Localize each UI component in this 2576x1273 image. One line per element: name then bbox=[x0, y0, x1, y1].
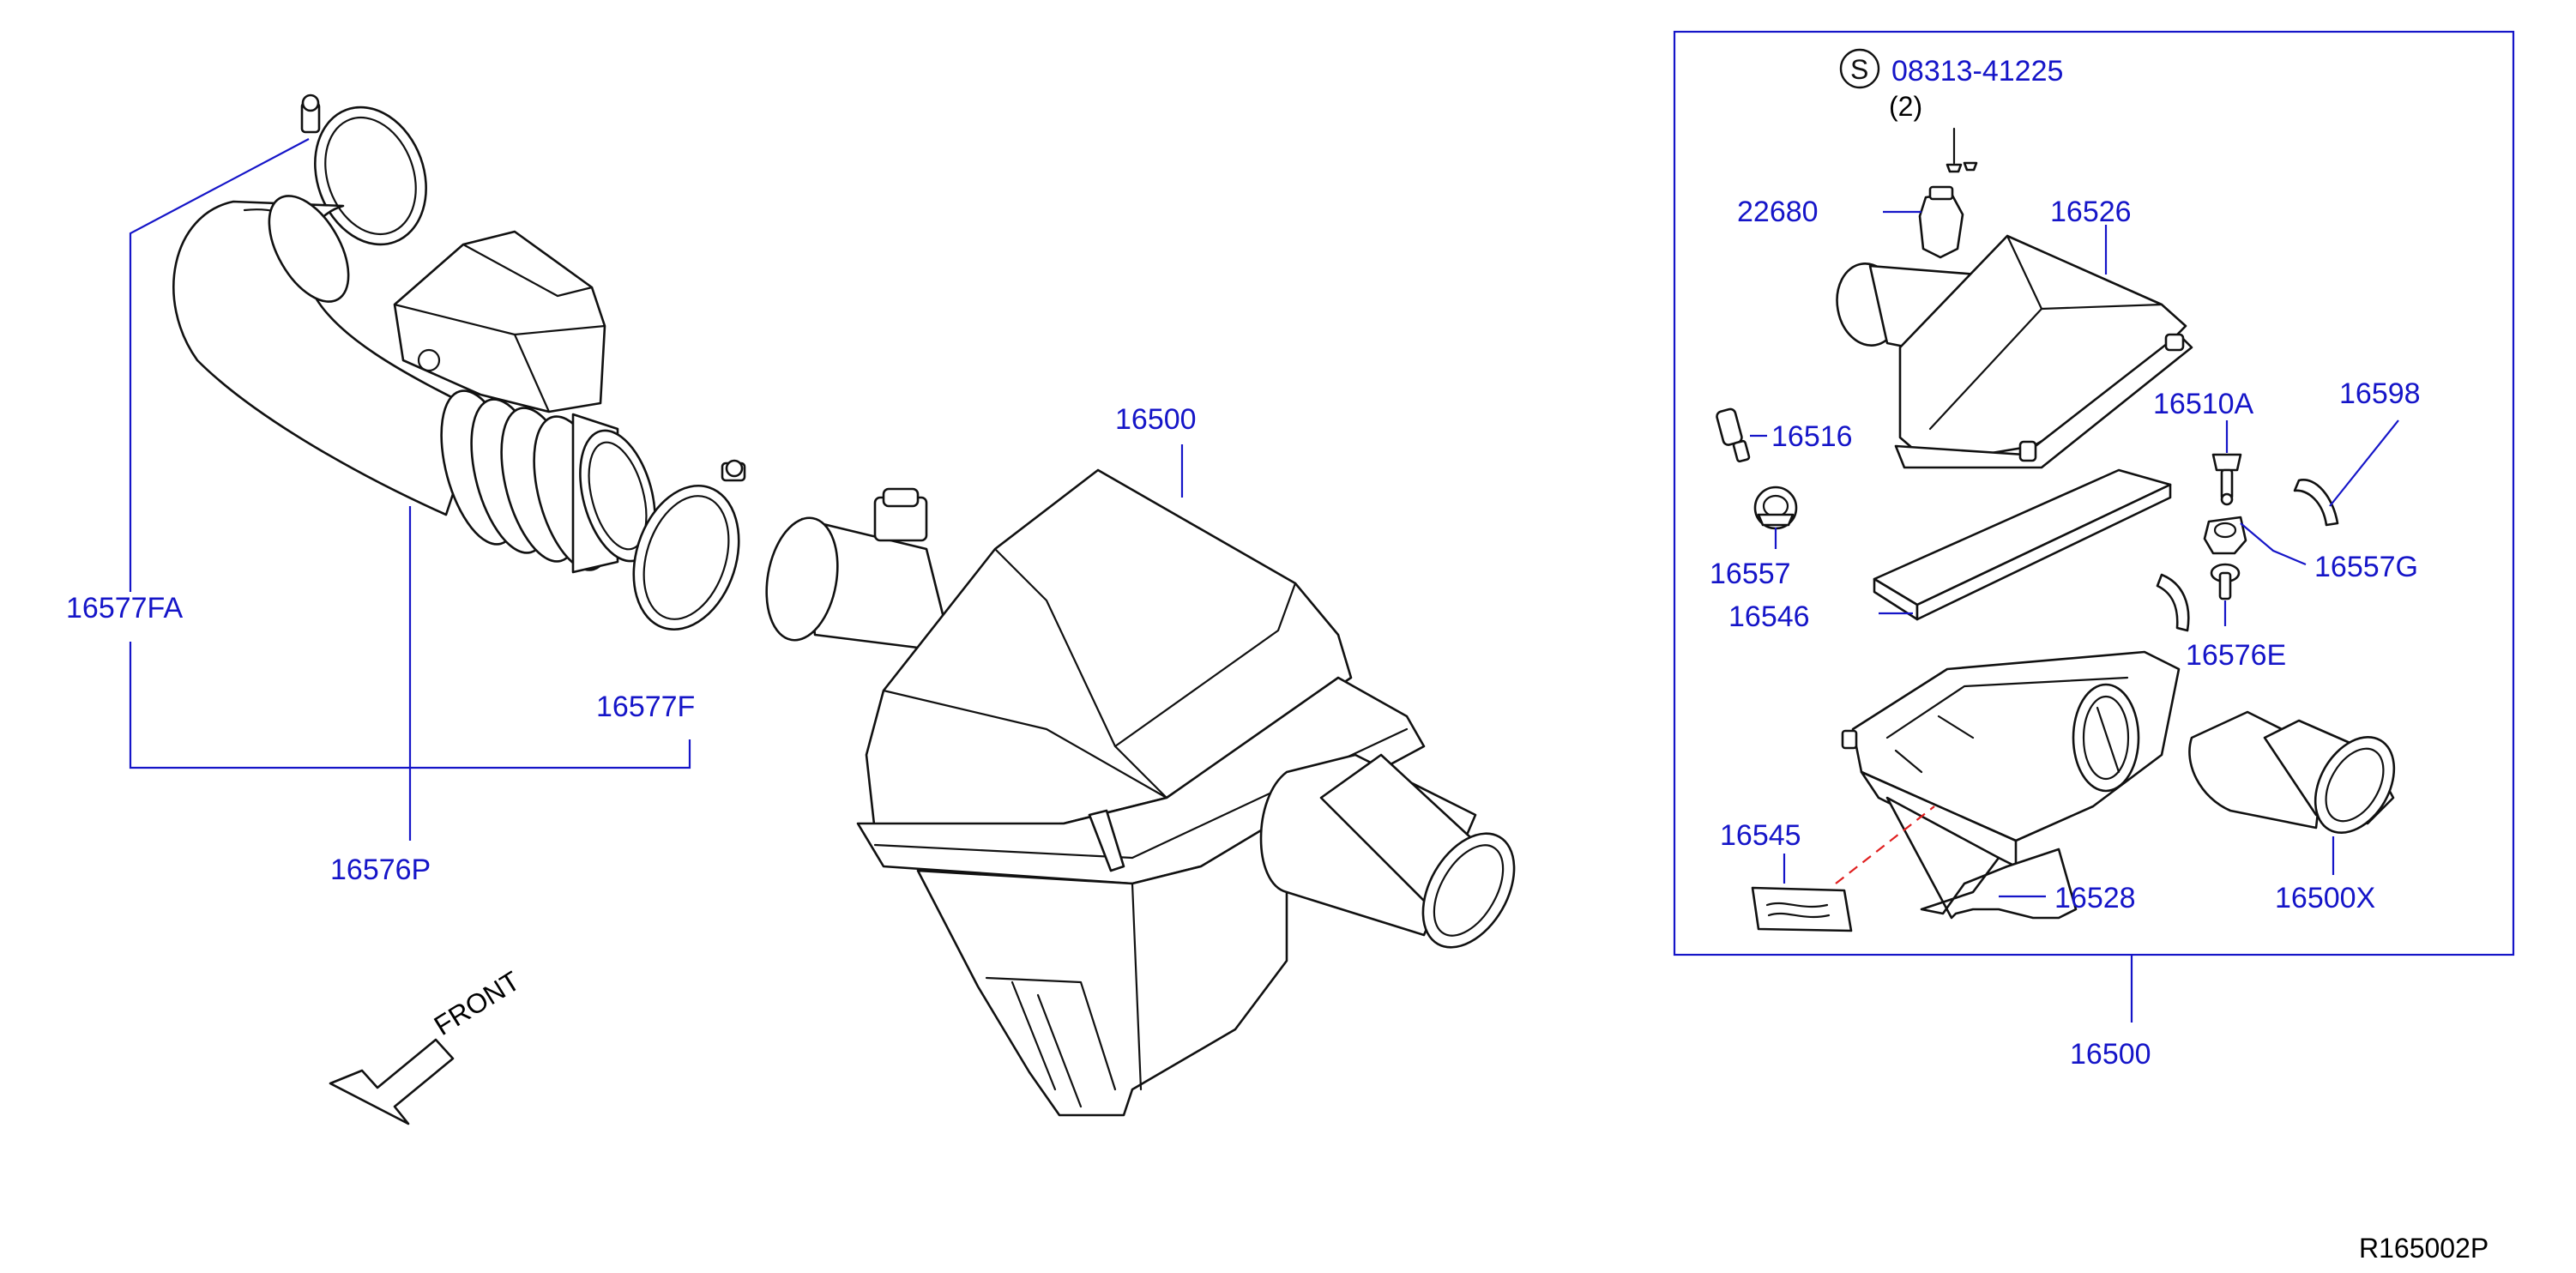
label-16557g: 16557G bbox=[2314, 551, 2418, 583]
grommet-16557g bbox=[2203, 516, 2247, 555]
label-22680: 22680 bbox=[1737, 196, 1819, 228]
label-16500x: 16500X bbox=[2275, 882, 2375, 914]
red-dashed-link bbox=[1835, 805, 1935, 884]
label-16545: 16545 bbox=[1720, 819, 1801, 852]
clamp-lower bbox=[632, 459, 746, 631]
label-s-symbol: S bbox=[1850, 54, 1868, 85]
rubber-grommet bbox=[1753, 486, 1798, 530]
filter-element bbox=[1873, 468, 2172, 621]
leader-16577fa bbox=[129, 138, 310, 592]
circled-s-icon: S bbox=[1839, 48, 1880, 89]
label-16577f: 16577F bbox=[596, 691, 695, 723]
reference-code: R165002P bbox=[2359, 1233, 2489, 1264]
label-16557: 16557 bbox=[1710, 558, 1791, 590]
air-cleaner-assembly bbox=[765, 444, 1516, 1117]
pin-16576e bbox=[2210, 563, 2241, 600]
label-16576p: 16576P bbox=[330, 854, 431, 886]
label-front: FRONT bbox=[429, 965, 526, 1041]
air-duct-assembly bbox=[129, 94, 746, 841]
upper-cover bbox=[1836, 234, 2193, 469]
bolt-16510a bbox=[2211, 453, 2242, 506]
kit-frame bbox=[1673, 30, 2515, 956]
elbow-hose bbox=[172, 195, 656, 574]
mass-air-flow-sensor bbox=[1918, 185, 1964, 259]
grommet-pin bbox=[1716, 407, 1751, 463]
label-16500-kit: 16500 bbox=[2070, 1038, 2151, 1071]
label-16500-main: 16500 bbox=[1115, 403, 1197, 436]
label-08313-41225: 08313-41225 bbox=[1891, 55, 2063, 87]
retaining-clip-16598 bbox=[2293, 479, 2339, 527]
label-16576e: 16576E bbox=[2186, 639, 2286, 672]
label-16516: 16516 bbox=[1771, 420, 1853, 453]
label-16598: 16598 bbox=[2339, 377, 2421, 410]
clip-16576e bbox=[2156, 573, 2190, 632]
front-arrow-icon bbox=[329, 1038, 455, 1125]
clamp-upper bbox=[300, 94, 427, 246]
label-16528: 16528 bbox=[2054, 882, 2136, 914]
outlet-duct-16500x bbox=[2188, 710, 2396, 834]
label-16546: 16546 bbox=[1728, 600, 1810, 633]
resonator-box bbox=[393, 230, 606, 413]
caution-label-16545 bbox=[1751, 886, 1853, 932]
label-16526: 16526 bbox=[2050, 196, 2132, 228]
label-16510a: 16510A bbox=[2153, 388, 2254, 420]
lower-case bbox=[1841, 650, 2181, 920]
label-16577fa: 16577FA bbox=[66, 592, 183, 624]
label-qty: (2) bbox=[1889, 91, 1922, 122]
